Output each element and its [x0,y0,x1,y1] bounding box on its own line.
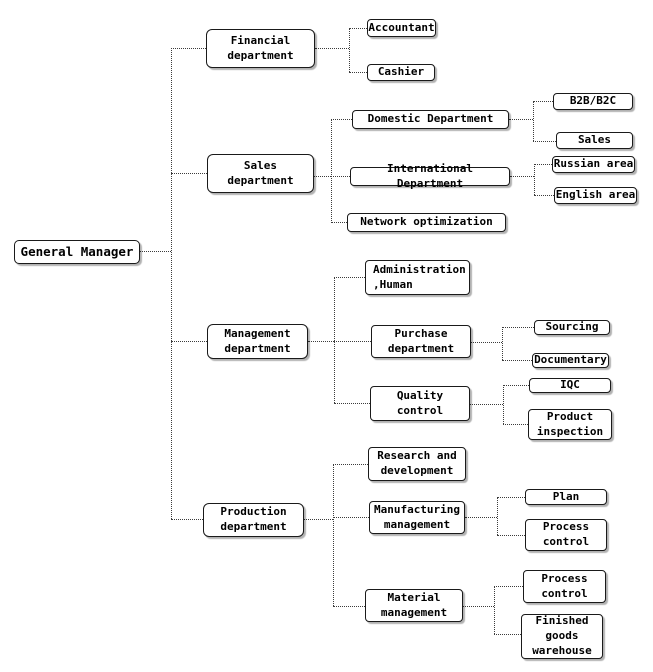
connector-production [171,519,203,520]
connector-financial-trunk [349,28,350,72]
connector-main-trunk [171,48,172,519]
connector-accountant [349,28,367,29]
connector-manufacturing-trunk [497,497,498,535]
connector-domestic [331,119,352,120]
node-purchase-department: Purchase department [371,325,471,358]
connector-russian [534,164,552,165]
node-production-department: Production department [203,503,304,537]
connector-sales-out [314,176,331,177]
node-iqc: IQC [529,378,611,393]
node-sourcing: Sourcing [534,320,610,335]
node-sales-department: Sales department [207,154,314,193]
connector-plan [497,497,525,498]
connector-international-trunk [534,164,535,195]
connector-rnd [333,464,368,465]
node-research-development: Research and development [368,447,466,481]
connector-purchase [334,341,371,342]
connector-material-trunk [494,586,495,634]
node-international-department: International Department [350,162,510,190]
connector-management-trunk [334,277,335,403]
connector-admin [334,277,365,278]
connector-english [534,195,554,196]
connector-product-inspection [503,424,528,425]
connector-finished-goods [494,634,521,635]
connector-cashier [349,72,367,73]
node-plan: Plan [525,489,607,505]
connector-material-out [463,606,494,607]
connector-international [331,176,350,177]
connector-iqc [503,385,529,386]
node-quality-control: Quality control [370,386,470,421]
node-russian-area: Russian area [552,156,635,173]
connector-international-out [510,176,534,177]
node-product-inspection: Product inspection [528,409,612,440]
node-process-control-material: Process control [523,570,606,603]
connector-b2b [533,101,553,102]
node-domestic-department: Domestic Department [352,110,509,129]
connector-quality-trunk [503,385,504,424]
connector-quality-out [470,404,503,405]
connector-production-out [304,519,333,520]
connector-quality [334,403,370,404]
connector-management-out [308,341,334,342]
connector-documentary [502,360,532,361]
node-network-optimization: Network optimization [347,213,506,232]
connector-purchase-out [471,342,502,343]
connector-financial-out [315,48,349,49]
connector-domestic-trunk [533,101,534,141]
node-english-area: English area [554,187,637,204]
connector-purchase-trunk [502,327,503,360]
connector-financial [171,48,206,49]
connector-gm [140,251,171,252]
node-manufacturing-management: Manufacturing management [369,501,465,534]
node-b2b-b2c: B2B/B2C [553,93,633,110]
connector-process-control-mfg [497,535,525,536]
node-management-department: Management department [207,324,308,359]
node-accountant: Accountant [367,19,436,37]
node-administration-human: Administration ,Human [365,260,470,295]
node-finished-goods-warehouse: Finished goods warehouse [521,614,603,659]
connector-manufacturing-out [465,517,497,518]
node-cashier: Cashier [367,64,435,81]
connector-domestic-out [509,119,533,120]
node-sales-team: Sales [556,132,633,149]
node-general-manager: General Manager [14,240,140,264]
connector-sales [171,173,207,174]
connector-material [333,606,365,607]
node-process-control-manufacturing: Process control [525,519,607,551]
connector-sales-team [533,141,556,142]
node-documentary: Documentary [532,353,609,368]
connector-management [171,341,207,342]
node-financial-department: Financial department [206,29,315,68]
connector-sourcing [502,327,534,328]
connector-network [331,222,347,223]
connector-manufacturing [333,517,369,518]
connector-production-trunk [333,464,334,606]
node-material-management: Material management [365,589,463,622]
connector-sales-trunk [331,119,332,223]
connector-process-control-mat [494,586,523,587]
